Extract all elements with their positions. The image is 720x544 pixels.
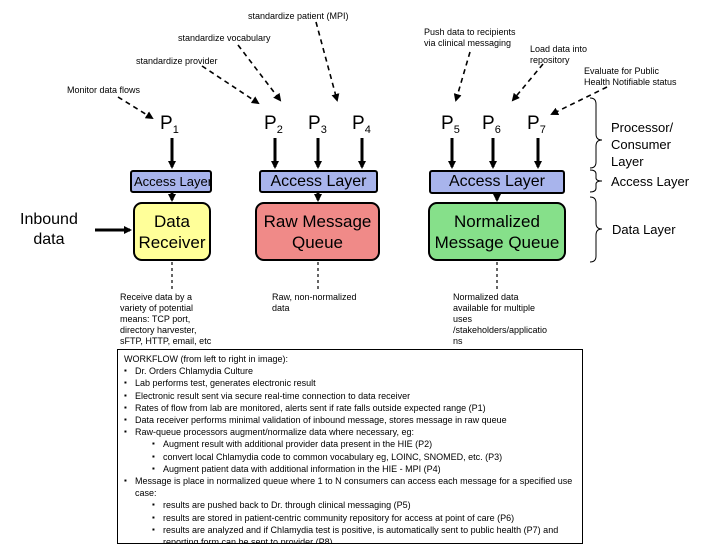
workflow-list: Dr. Orders Chlamydia CultureLab performs… bbox=[124, 365, 576, 543]
note-receiver: Receive data by a variety of potential m… bbox=[120, 292, 212, 346]
workflow-box: WORKFLOW (from left to right in image): … bbox=[117, 349, 583, 544]
brace-access bbox=[589, 169, 603, 193]
label-standardize-provider: standardize provider bbox=[136, 56, 218, 66]
workflow-item: Dr. Orders Chlamydia Culture bbox=[124, 365, 576, 377]
load-arrow bbox=[511, 63, 544, 102]
brace-processor bbox=[589, 97, 603, 169]
mpi-arrow bbox=[315, 21, 340, 102]
workflow-item: results are pushed back to Dr. through c… bbox=[124, 499, 576, 511]
workflow-item: results are stored in patient-centric co… bbox=[124, 512, 576, 524]
processor-p1: P1 bbox=[160, 113, 179, 136]
workflow-item: Rates of flow from lab are monitored, al… bbox=[124, 402, 576, 414]
brace-data bbox=[589, 196, 603, 263]
side-label-processor-layer: Processor/ Consumer Layer bbox=[611, 120, 674, 169]
workflow-item: Electronic result sent via secure real-t… bbox=[124, 390, 576, 402]
label-load-data: Load data into repository bbox=[530, 44, 588, 65]
workflow-title: WORKFLOW (from left to right in image): bbox=[124, 354, 289, 364]
processor-p3: P3 bbox=[308, 113, 327, 136]
workflow-item: results are analyzed and if Chlamydia te… bbox=[124, 524, 576, 543]
workflow-item: Message is place in normalized queue whe… bbox=[124, 475, 576, 499]
workflow-item: Raw-queue processors augment/normalize d… bbox=[124, 426, 576, 438]
normalized-message-queue-box: Normalized Message Queue bbox=[428, 202, 566, 261]
provider-arrow bbox=[201, 65, 260, 105]
workflow-item: convert local Chlamydia code to common v… bbox=[124, 451, 576, 463]
label-evaluate: Evaluate for Public Health Notifiable st… bbox=[584, 66, 677, 87]
workflow-item: Data receiver performs minimal validatio… bbox=[124, 414, 576, 426]
label-standardize-patient: standardize patient (MPI) bbox=[248, 11, 349, 21]
processor-p4: P4 bbox=[352, 113, 371, 136]
note-raw: Raw, non-normalized data bbox=[272, 292, 357, 313]
side-label-data-layer: Data Layer bbox=[612, 222, 676, 237]
data-receiver-box: Data Receiver bbox=[133, 202, 211, 261]
label-standardize-vocabulary: standardize vocabulary bbox=[178, 33, 271, 43]
access-layer-receiver: Access Layer bbox=[130, 170, 212, 193]
vocab-arrow bbox=[237, 44, 282, 102]
access-layer-normalized: Access Layer bbox=[429, 170, 565, 194]
workflow-item: Lab performs test, generates electronic … bbox=[124, 377, 576, 389]
raw-message-queue-box: Raw Message Queue bbox=[255, 202, 380, 261]
monitor-arrow bbox=[117, 96, 154, 120]
label-push-data: Push data to recipients via clinical mes… bbox=[424, 27, 516, 48]
inbound-data-label: Inbound data bbox=[20, 211, 78, 248]
note-normalized: Normalized data available for multiple u… bbox=[453, 292, 548, 346]
processor-p6: P6 bbox=[482, 113, 501, 136]
workflow-item: Augment result with additional provider … bbox=[124, 438, 576, 450]
evaluate-arrow bbox=[550, 86, 608, 115]
side-label-access-layer: Access Layer bbox=[611, 174, 690, 189]
access-layer-raw: Access Layer bbox=[259, 170, 378, 193]
label-monitor-data-flows: Monitor data flows bbox=[67, 85, 141, 95]
workflow-item: Augment patient data with additional inf… bbox=[124, 463, 576, 475]
push-arrow bbox=[453, 51, 471, 102]
processor-p2: P2 bbox=[264, 113, 283, 136]
processor-p5: P5 bbox=[441, 113, 460, 136]
processor-p7: P7 bbox=[527, 113, 546, 136]
